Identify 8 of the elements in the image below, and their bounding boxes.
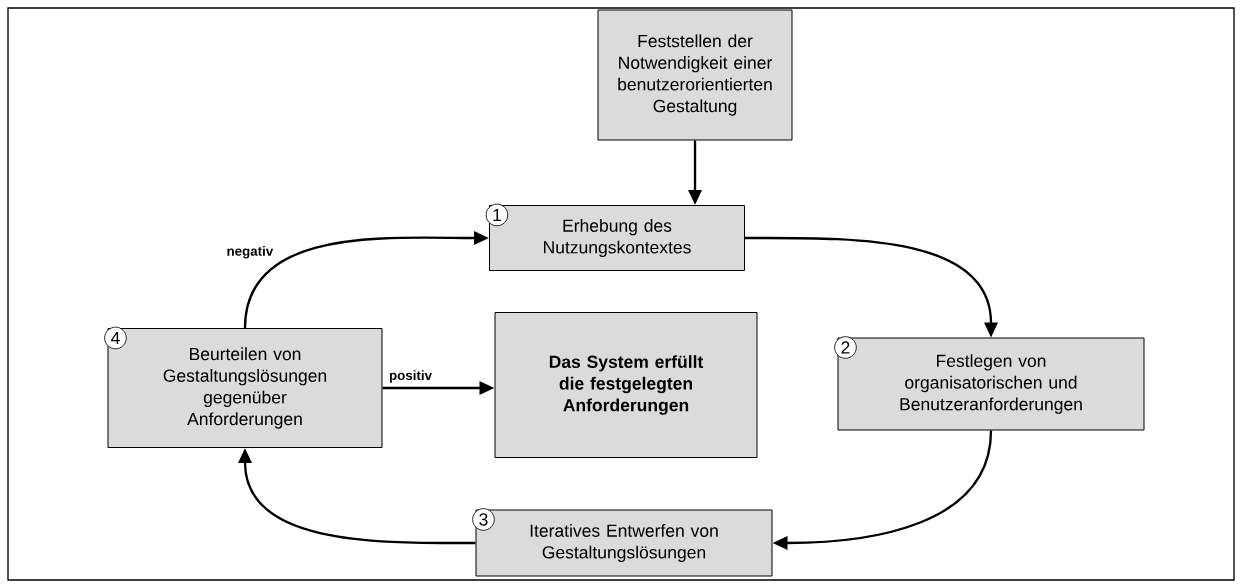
process-box: Feststellen der Notwendigkeit einer benutzerorientierten Gestaltung	[597, 9, 793, 141]
process-box: Das System erfüllt die festgelegten Anforderungen	[494, 312, 758, 458]
step-number: 2	[834, 336, 857, 359]
edge-label: positiv	[389, 370, 432, 383]
step-number: 3	[472, 508, 495, 531]
edge-label: negativ	[227, 246, 274, 259]
step-number: 4	[104, 326, 127, 350]
step-number: 1	[485, 203, 509, 227]
